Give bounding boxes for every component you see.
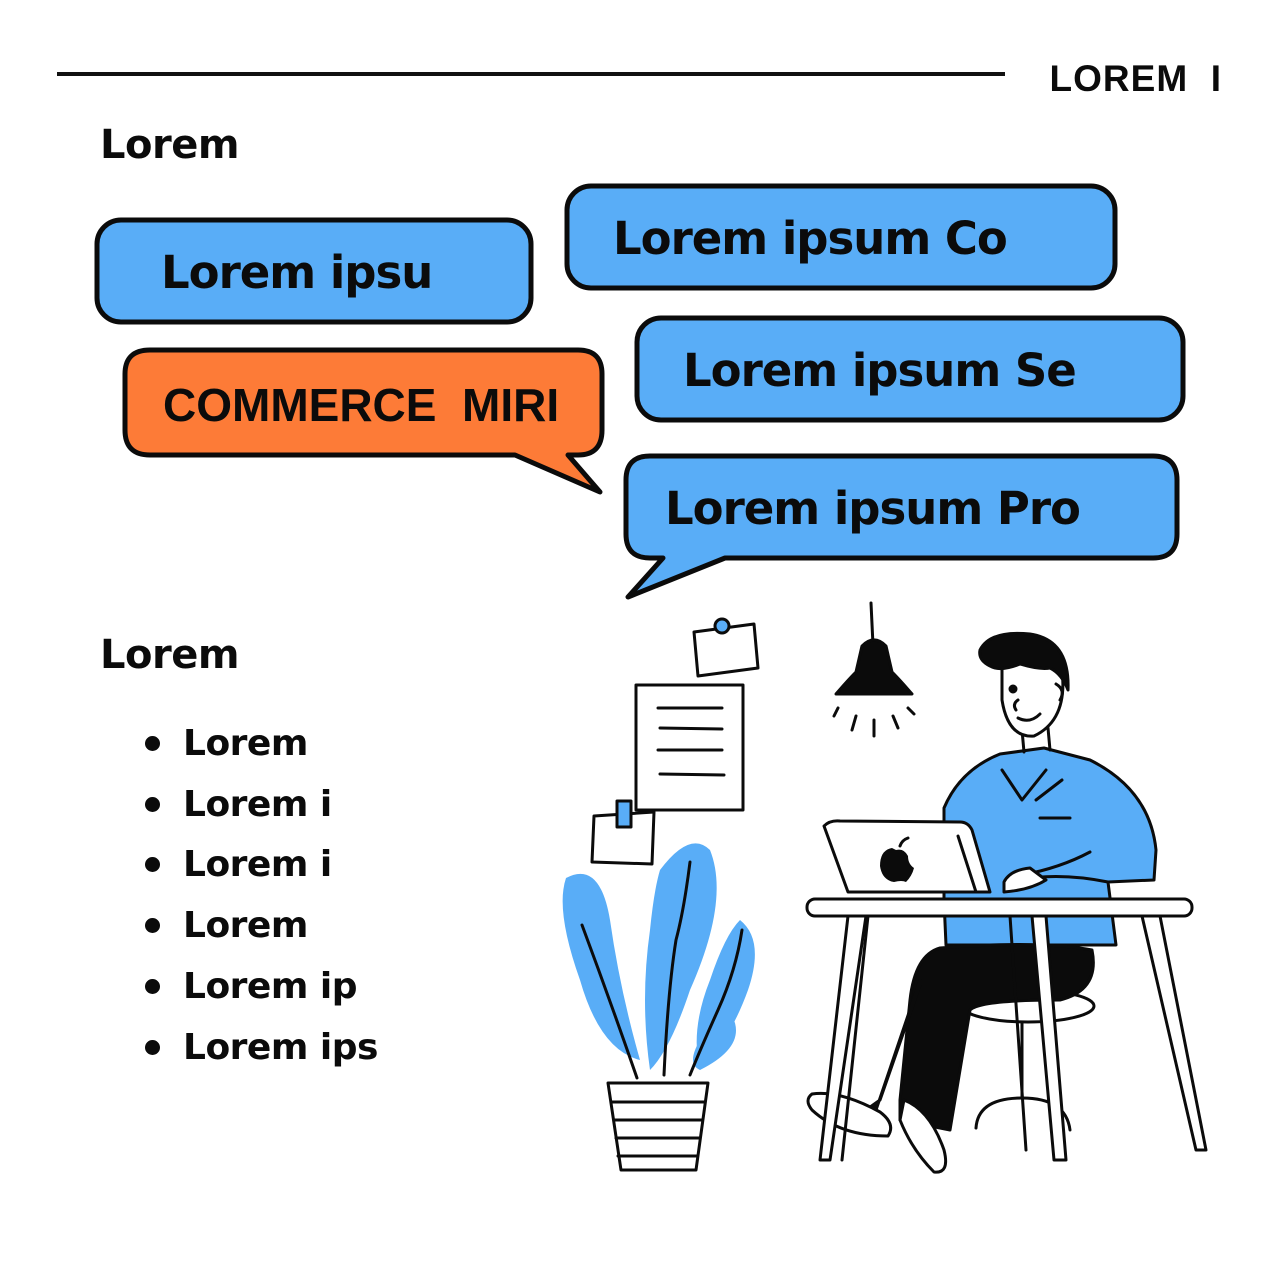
list-item: Lorem bbox=[145, 713, 378, 774]
pendant-lamp-icon bbox=[832, 601, 916, 738]
top-divider-line bbox=[57, 72, 1005, 76]
bubble-1-label: Lorem ipsu bbox=[161, 246, 433, 299]
bubble-5-label: Lorem ipsum Pro bbox=[665, 482, 1081, 535]
sticky-note-icon bbox=[692, 617, 760, 678]
bubble-4-label: COMMERCE MIRI bbox=[163, 379, 560, 431]
section-heading-top: Lorem bbox=[100, 122, 240, 168]
bullet-icon bbox=[145, 735, 160, 751]
bubble-2-shape bbox=[564, 183, 1118, 291]
bullet-list: Lorem Lorem i Lorem i Lorem Lorem ip Lor… bbox=[145, 713, 378, 1078]
bubble-5-shape bbox=[623, 453, 1180, 600]
notepad-icon bbox=[634, 683, 745, 812]
chair-icon bbox=[960, 988, 1096, 1132]
list-item: Lorem i bbox=[145, 835, 378, 896]
potted-plant-icon bbox=[562, 843, 755, 1172]
laptop-icon bbox=[822, 819, 992, 894]
bubble-2-label: Lorem ipsum Co bbox=[613, 212, 1008, 265]
bullet-icon bbox=[145, 1039, 160, 1055]
desk-icon bbox=[805, 897, 1208, 1162]
bubble-1-shape bbox=[94, 217, 534, 325]
list-item: Lorem i bbox=[145, 774, 378, 835]
list-item: Lorem ips bbox=[145, 1017, 378, 1078]
sticky-note-icon bbox=[590, 799, 656, 866]
brand-title: LOREM I bbox=[1049, 58, 1222, 99]
bullet-icon bbox=[145, 796, 160, 812]
bubble-3-label: Lorem ipsum Se bbox=[683, 344, 1077, 397]
section-heading-bottom: Lorem bbox=[100, 632, 240, 678]
bullet-icon bbox=[145, 857, 160, 873]
bubble-4-shape bbox=[122, 347, 605, 495]
bullet-icon bbox=[145, 979, 160, 995]
list-item: Lorem bbox=[145, 895, 378, 956]
bullet-icon bbox=[145, 918, 160, 934]
list-item: Lorem ip bbox=[145, 956, 378, 1017]
bubble-3-shape bbox=[634, 315, 1186, 423]
